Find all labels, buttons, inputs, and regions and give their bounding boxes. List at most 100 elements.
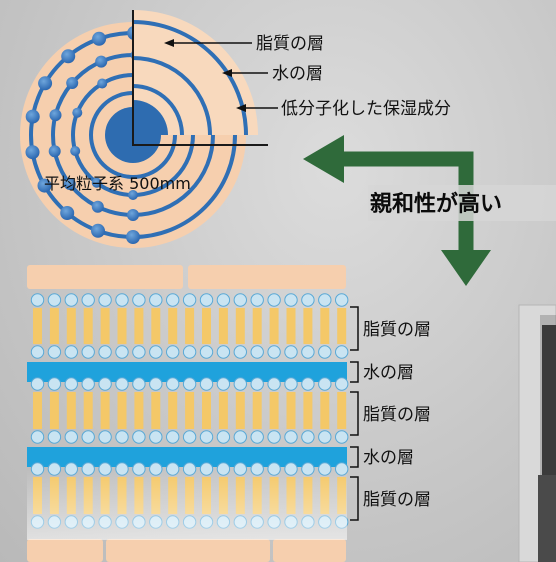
membrane-bead xyxy=(199,377,214,391)
membrane-bead xyxy=(81,377,95,391)
skin-layer-diagram: 脂質の層 水の層 脂質の層 水の層 脂質の層 xyxy=(27,265,431,562)
lipid-tail xyxy=(66,392,76,429)
lipid-tail xyxy=(134,308,144,344)
layer-label-water-2: 水の層 xyxy=(363,448,414,468)
membrane-bead xyxy=(81,430,95,444)
membrane-bead xyxy=(301,345,315,359)
bracket-water-2 xyxy=(350,446,359,468)
membrane-bead xyxy=(166,345,180,359)
particle-diagram: 脂質の層 水の層 低分子化した保湿成分 平均粒子系 500mm xyxy=(20,10,451,248)
particle-dot xyxy=(63,178,76,190)
lipid-tail xyxy=(269,392,279,429)
lipid-tail xyxy=(151,392,161,429)
particle-dot xyxy=(97,78,108,89)
particle-dot xyxy=(126,230,140,244)
lipid-tail xyxy=(218,308,228,344)
bottom-fade xyxy=(27,470,347,540)
membrane-bead xyxy=(132,430,146,444)
membrane-bead xyxy=(64,345,79,359)
lipid-tail xyxy=(185,392,195,429)
membrane-bead xyxy=(98,430,112,444)
layer-label-lipid-2: 脂質の層 xyxy=(363,405,431,425)
lipid-tail xyxy=(83,392,93,429)
label-ingredient: 低分子化した保湿成分 xyxy=(281,99,451,119)
affinity-arrow: 親和性が高い xyxy=(303,135,556,286)
membrane-bead xyxy=(284,293,298,307)
bracket-water-1 xyxy=(350,361,359,383)
membrane-bead xyxy=(115,345,129,359)
particle-dot xyxy=(72,107,83,118)
membrane-bead xyxy=(199,430,214,444)
membrane-bead xyxy=(64,377,79,391)
layer-label-lipid-3: 脂質の層 xyxy=(363,490,431,510)
membrane-bead xyxy=(166,430,180,444)
membrane-bead xyxy=(81,345,95,359)
membrane-bead xyxy=(233,430,248,444)
lipid-tail xyxy=(117,308,127,344)
quarter-border xyxy=(132,10,268,146)
lipid-tail xyxy=(168,392,178,429)
membrane-bead xyxy=(30,430,45,444)
membrane-bead xyxy=(182,430,197,444)
membrane-bead xyxy=(301,430,315,444)
membrane-bead xyxy=(250,430,264,444)
particle-dot xyxy=(91,177,102,188)
membrane-bead xyxy=(233,345,248,359)
membrane-bead xyxy=(81,293,95,307)
membrane-bead xyxy=(318,430,332,444)
particle-dot xyxy=(49,109,62,122)
particle-dot xyxy=(66,77,79,89)
membrane-bead xyxy=(30,377,45,391)
particle-dot xyxy=(91,200,104,213)
lipid-tail xyxy=(286,308,296,344)
lipid-tail xyxy=(303,308,313,344)
membrane-bead xyxy=(233,377,248,391)
lipid-tail xyxy=(100,392,110,429)
membrane-bead xyxy=(267,345,281,359)
quarter-core xyxy=(133,100,168,135)
membrane-bead xyxy=(216,377,231,391)
membrane-bead xyxy=(318,377,332,391)
membrane-bead xyxy=(47,430,62,444)
lipid-tail xyxy=(235,392,245,429)
membrane-bead xyxy=(267,293,281,307)
skin-cell-bottom-2 xyxy=(106,539,270,562)
membrane-bead xyxy=(98,345,112,359)
membrane-bead xyxy=(47,345,62,359)
lipid-tail xyxy=(100,308,110,344)
affinity-headline: 親和性が高い xyxy=(370,191,502,217)
lipid-tail xyxy=(202,392,211,429)
particle-dot xyxy=(60,206,75,220)
membrane-bead xyxy=(284,430,298,444)
membrane-bead xyxy=(132,345,146,359)
membrane-bead xyxy=(64,430,79,444)
lipid-tail xyxy=(303,392,313,429)
skin-cell-bottom-3 xyxy=(273,539,346,562)
lipid-tail xyxy=(218,392,228,429)
bracket-lipid-3 xyxy=(350,476,359,521)
bottle-neck xyxy=(542,325,556,475)
particle-dot xyxy=(38,76,53,91)
water-band xyxy=(27,447,347,467)
membrane-bead xyxy=(166,293,180,307)
water-band xyxy=(27,362,347,382)
lipid-tail xyxy=(49,392,59,429)
particle-size-label: 平均粒子系 500mm xyxy=(44,174,191,193)
membrane-bead xyxy=(233,293,248,307)
membrane-bead xyxy=(182,293,197,307)
skin-cell-top-2 xyxy=(188,265,346,289)
membrane-bead xyxy=(318,293,332,307)
membrane-bead xyxy=(47,293,62,307)
membrane-bead xyxy=(132,293,146,307)
membrane-bead xyxy=(149,293,163,307)
membrane-bead xyxy=(115,293,129,307)
particle-dot xyxy=(37,178,52,193)
lipid-tail xyxy=(83,308,93,344)
particle-dot xyxy=(127,209,139,221)
membrane-bead xyxy=(132,377,146,391)
arrow-head-left xyxy=(303,135,344,183)
bracket-lipid-1 xyxy=(350,306,359,351)
membrane-bead xyxy=(335,430,349,444)
membrane-bead xyxy=(284,377,298,391)
